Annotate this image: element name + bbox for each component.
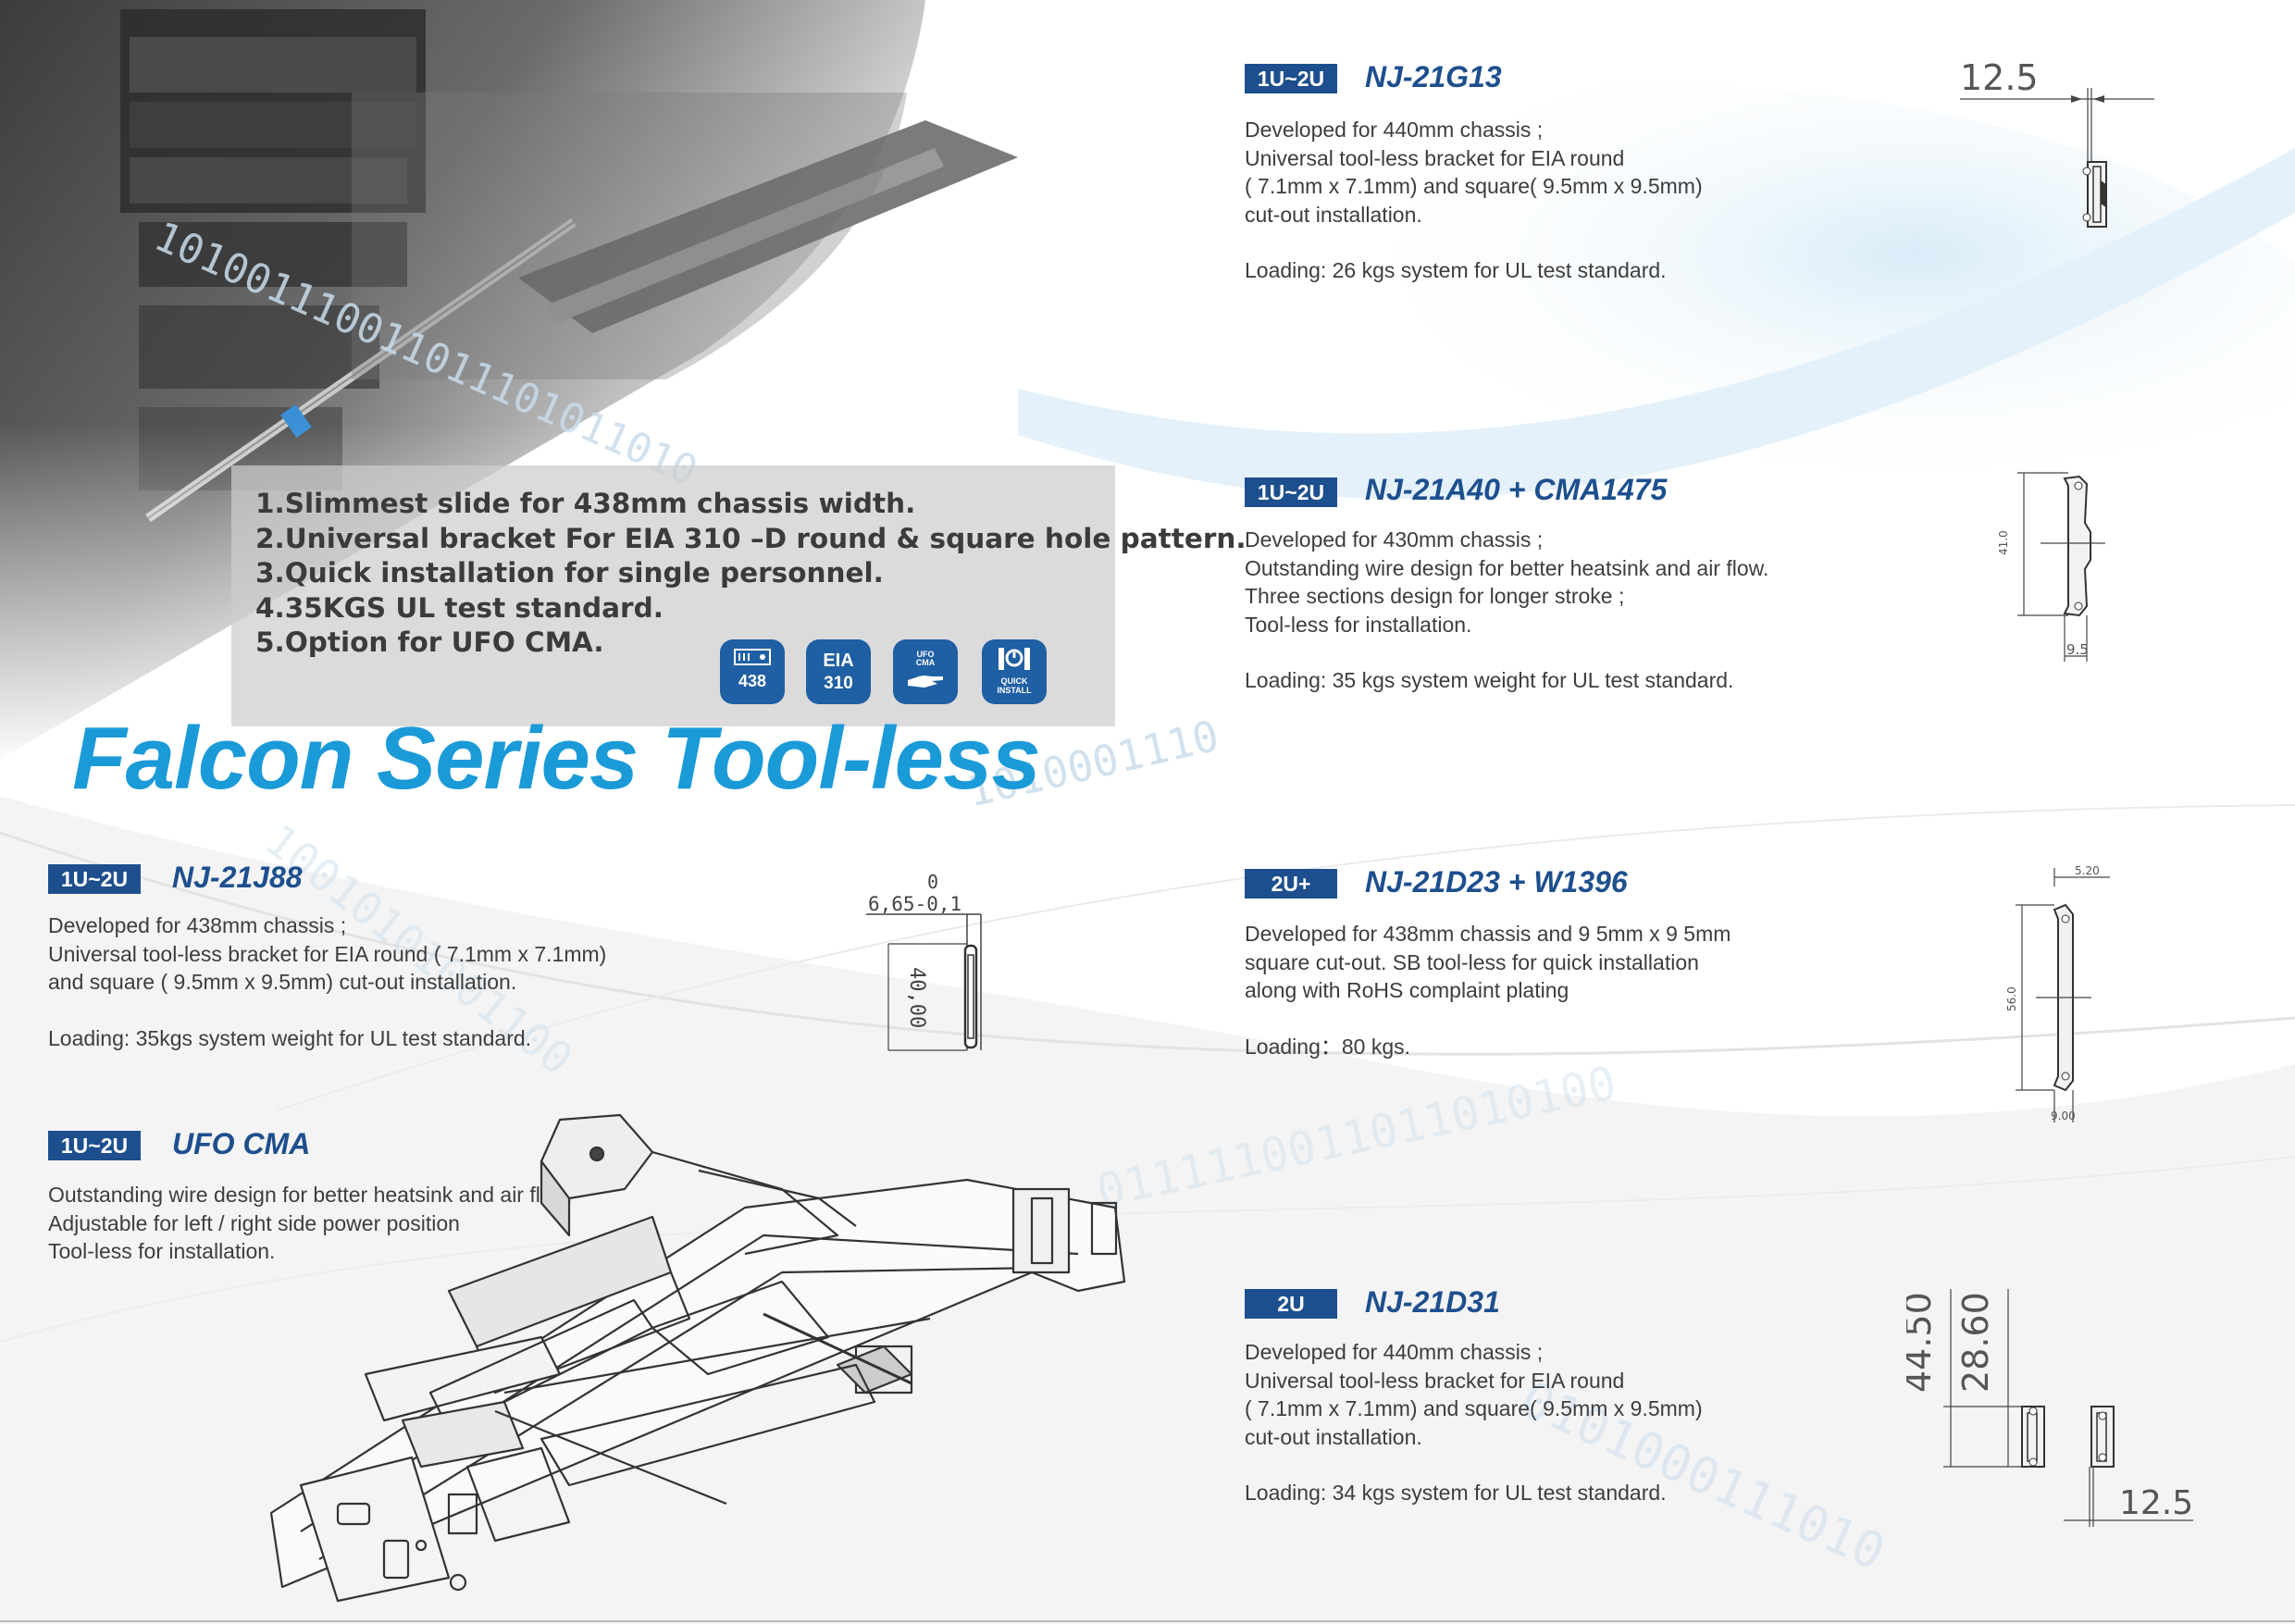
dim-label: 12.5 bbox=[2119, 1484, 2193, 1522]
description-line: cut-out installation. bbox=[1245, 202, 1422, 227]
description-line: Universal tool-less bracket for EIA roun… bbox=[1245, 1368, 1625, 1393]
description-line: Universal tool-less bracket for EIA roun… bbox=[1245, 145, 1625, 170]
dim-label: 56.0 bbox=[2005, 986, 2018, 1011]
product-badge: 2U bbox=[1245, 1289, 1337, 1319]
dim-label: 12.5 bbox=[1960, 57, 2039, 98]
product-name: UFO CMA bbox=[172, 1127, 311, 1160]
series-title: Falcon Series Tool-less bbox=[72, 709, 1041, 808]
quick-install-glyph bbox=[999, 648, 1030, 670]
product-description: Outstanding wire design for better heats… bbox=[48, 1181, 572, 1266]
product-badge: 1U~2U bbox=[48, 1131, 141, 1160]
product-name: NJ-21D23 + W1396 bbox=[1365, 865, 1628, 899]
dim-label: 0 bbox=[927, 871, 938, 893]
icon-label-bottom: CMA bbox=[915, 658, 936, 667]
description-line: ( 7.1mm x 7.1mm) and square( 9.5mm x 9.5… bbox=[1245, 1396, 1703, 1420]
eia-310-icon: EIA 310 bbox=[806, 639, 871, 704]
cable-management-arm-drawing bbox=[269, 1113, 1126, 1603]
product-name: NJ-21A40 + CMA1475 bbox=[1365, 473, 1668, 506]
server-rack-photo bbox=[0, 0, 1120, 768]
icon-label-top: EIA bbox=[823, 651, 854, 671]
product-name: NJ-21D31 bbox=[1365, 1285, 1500, 1319]
product-description: Developed for 440mm chassis ; Universal … bbox=[1245, 1338, 1703, 1507]
description-line: square cut-out. SB tool-less for quick i… bbox=[1245, 949, 1699, 974]
ufo-cma-icon: UFO CMA bbox=[893, 639, 958, 704]
hand-icon bbox=[908, 676, 943, 688]
feature-item: 5.Option for UFO CMA. bbox=[255, 626, 604, 658]
description-line: and square ( 9.5mm x 9.5mm) cut-out inst… bbox=[48, 970, 517, 994]
dim-label: 28.60 bbox=[1955, 1292, 1996, 1393]
product-description: Developed for 430mm chassis ; Outstandin… bbox=[1245, 526, 1768, 695]
description-line: Developed for 438mm chassis and 9 5mm x … bbox=[1245, 922, 1731, 946]
product-description: Developed for 440mm chassis ; Universal … bbox=[1245, 116, 1703, 285]
product-badge: 1U~2U bbox=[48, 864, 141, 894]
feature-list: 1.Slimmest slide for 438mm chassis width… bbox=[255, 487, 1247, 661]
dim-label: 40,00 bbox=[905, 967, 928, 1028]
loading-spec: Loading: 34 kgs system for UL test stand… bbox=[1245, 1481, 1667, 1505]
feature-item: 4.35KGS UL test standard. bbox=[255, 591, 664, 624]
loading-spec: Loading: 35kgs system weight for UL test… bbox=[48, 1025, 532, 1050]
dim-label: 9.5 bbox=[2066, 641, 2089, 658]
dim-label: 9.00 bbox=[2051, 1110, 2076, 1122]
description-line: ( 7.1mm x 7.1mm) and square( 9.5mm x 9.5… bbox=[1245, 174, 1703, 198]
dimension-drawing-g13: 12.5 bbox=[1960, 57, 2154, 228]
feature-item: 3.Quick installation for single personne… bbox=[255, 557, 884, 589]
quick-install-icon: QUICK INSTALL bbox=[982, 639, 1047, 704]
description-line: Outstanding wire design for better heats… bbox=[48, 1183, 573, 1207]
feature-item: 1.Slimmest slide for 438mm chassis width… bbox=[255, 488, 916, 519]
description-line: Developed for 438mm chassis ; bbox=[48, 913, 347, 937]
chassis-icon bbox=[734, 649, 771, 665]
icon-label-bottom: 310 bbox=[824, 674, 853, 693]
description-line: Outstanding wire design for better heats… bbox=[1245, 555, 1769, 580]
loading-spec: Loading：80 kgs. bbox=[1245, 1034, 1411, 1059]
product-name: NJ-21G13 bbox=[1365, 60, 1502, 93]
icon-label-bottom: INSTALL bbox=[997, 686, 1032, 695]
dim-label: 5.20 bbox=[2075, 864, 2100, 877]
loading-spec: Loading: 35 kgs system weight for UL tes… bbox=[1245, 668, 1734, 692]
icon-label-top: QUICK bbox=[1000, 676, 1028, 686]
description-line: along with RoHS complaint plating bbox=[1245, 978, 1569, 1002]
dim-label: 44.50 bbox=[1906, 1292, 1939, 1393]
icon-label: 438 bbox=[738, 672, 767, 690]
dimension-drawing-d23: 5.20 56.0 9.00 bbox=[2005, 864, 2110, 1122]
description-line: Universal tool-less bracket for EIA roun… bbox=[48, 941, 607, 966]
product-badge: 2U+ bbox=[1245, 869, 1337, 899]
product-name: NJ-21J88 bbox=[172, 861, 303, 894]
dimension-drawing-j88: 0 6,65-0,1 40,00 bbox=[866, 871, 982, 1051]
product-description: Developed for 438mm chassis ; Universal … bbox=[48, 911, 606, 1052]
dimension-drawing-d31: 44.50 28.60 12.5 bbox=[1906, 1289, 2193, 1527]
description-line: Developed for 430mm chassis ; bbox=[1245, 527, 1544, 552]
description-line: Tool-less for installation. bbox=[48, 1239, 276, 1263]
features-panel bbox=[231, 465, 1115, 726]
dim-label: 6,65-0,1 bbox=[868, 893, 961, 915]
description-line: Adjustable for left / right side power p… bbox=[48, 1210, 460, 1235]
dimension-drawing-a40: 41.0 9.5 bbox=[1997, 472, 2105, 662]
dim-label: 41.0 bbox=[1997, 530, 2010, 555]
product-badge: 1U~2U bbox=[1245, 64, 1337, 93]
description-line: Tool-less for installation. bbox=[1245, 612, 1472, 637]
description-line: Developed for 440mm chassis ; bbox=[1245, 118, 1544, 142]
product-badge: 1U~2U bbox=[1245, 477, 1337, 507]
description-line: cut-out installation. bbox=[1245, 1424, 1422, 1449]
icon-label-top: UFO bbox=[916, 650, 935, 659]
description-line: Developed for 440mm chassis ; bbox=[1245, 1340, 1544, 1364]
loading-spec: Loading: 26 kgs system for UL test stand… bbox=[1245, 258, 1667, 282]
chassis-width-icon: 438 bbox=[720, 639, 785, 704]
feature-item: 2.Universal bracket For EIA 310 –D round… bbox=[255, 522, 1247, 554]
product-description: Developed for 438mm chassis and 9 5mm x … bbox=[1245, 920, 1731, 1060]
description-line: Three sections design for longer stroke … bbox=[1245, 584, 1625, 608]
